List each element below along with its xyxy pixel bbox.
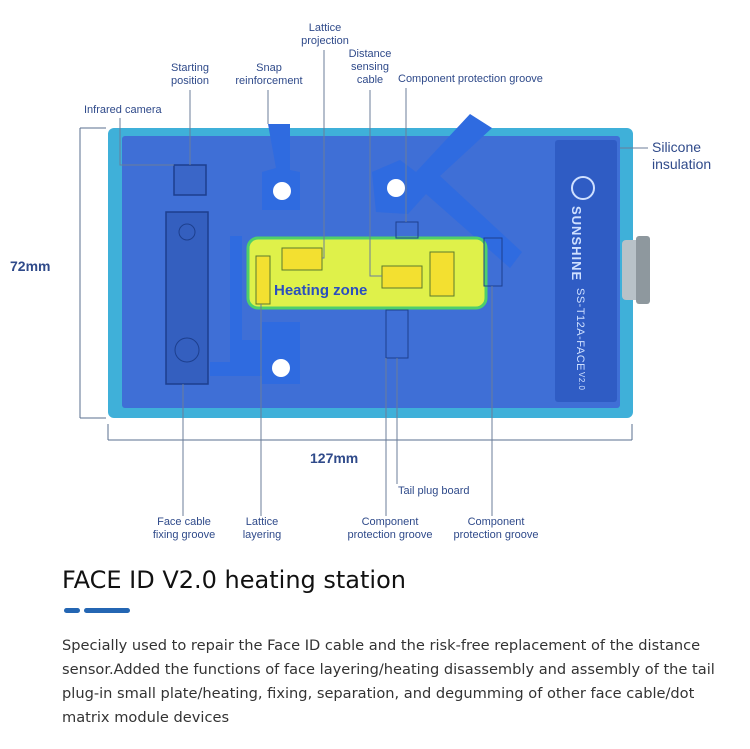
face-cable-groove (165, 211, 209, 385)
diagonal-clamp-hole (387, 179, 405, 197)
label-starting-position: Starting position (171, 62, 209, 87)
brand-logo-icon (571, 176, 595, 200)
groove-hole-bottom (174, 337, 200, 363)
heating-station-diagram (79, 50, 650, 516)
component-groove-top (395, 221, 419, 239)
brand-panel (555, 140, 617, 402)
width-dimension: 127mm (310, 450, 359, 466)
label-component-groove-1: Component protection groove (347, 516, 433, 541)
snap-hole-left (273, 182, 291, 200)
infrared-camera-slot (173, 164, 207, 196)
lattice-clamp-hole (272, 359, 290, 377)
model-name: SS-T12A-FACE (574, 288, 586, 372)
leader-lines (119, 50, 648, 516)
connector-thread (636, 236, 650, 304)
heating-zone-label: Heating zone (274, 282, 368, 299)
height-dimension: 72mm (10, 258, 51, 274)
component-groove-right (483, 237, 503, 287)
title-accent (64, 608, 134, 626)
page-title: FACE ID V2.0 heating station (62, 566, 406, 594)
label-face-cable-groove: Face cable fixing groove (152, 516, 216, 541)
heating-slot-4 (429, 251, 455, 297)
groove-hole-top (178, 223, 196, 241)
description-text: Specially used to repair the Face ID cab… (62, 637, 715, 726)
heating-slot-1 (255, 255, 271, 305)
label-component-groove-2: Component protection groove (453, 516, 539, 541)
dimension-lines (79, 127, 633, 441)
heating-slot-3 (381, 265, 423, 289)
label-distance-sensing-cable: Distance sensing cable (348, 48, 392, 86)
label-snap-reinforcement: Snap reinforcement (235, 62, 303, 87)
heating-slot-2 (281, 247, 323, 271)
diagonal-clamp (372, 114, 522, 268)
label-silicone-insulation: Silicone insulation (652, 139, 712, 172)
brand-name: SUNSHINE (569, 206, 584, 282)
label-infrared-camera: Infrared camera (84, 104, 162, 116)
label-component-groove-top: Component protection groove (398, 73, 543, 85)
label-tail-plug-board: Tail plug board (398, 485, 470, 497)
label-lattice-layering: Lattice layering (242, 516, 282, 541)
label-lattice-projection: Lattice projection (301, 22, 349, 47)
lattice-clamp (210, 236, 300, 384)
model-version: V2.0 (577, 372, 586, 391)
